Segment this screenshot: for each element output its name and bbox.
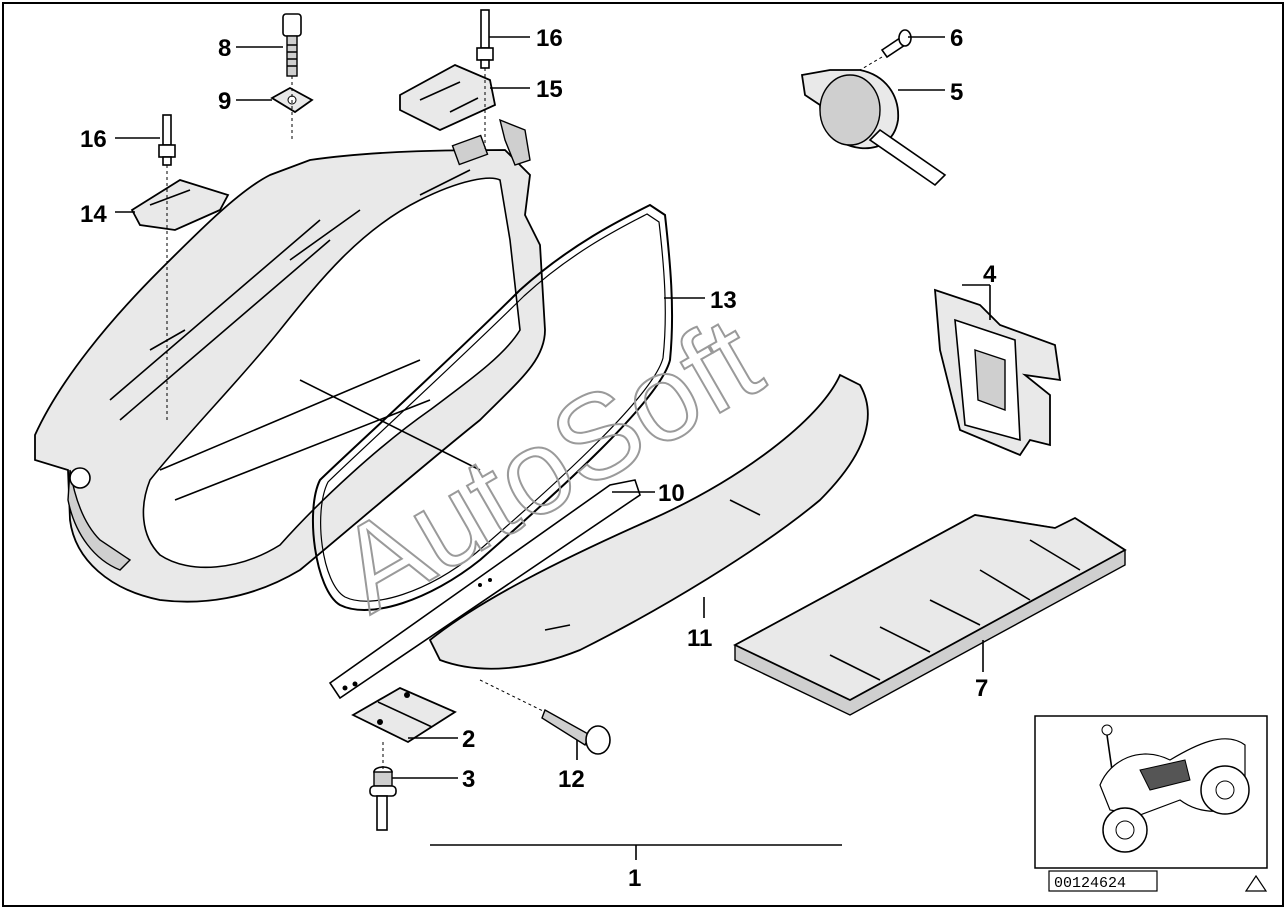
label-11: 11 (687, 625, 712, 652)
motorcycle-thumbnail (1034, 715, 1268, 869)
screw-6 (880, 29, 912, 59)
label-5: 5 (950, 79, 963, 106)
label-16-top: 16 (536, 25, 563, 52)
part-labels: 1 2 3 4 5 6 7 8 9 10 11 12 13 14 15 16 1… (80, 25, 997, 892)
label-7: 7 (975, 675, 988, 702)
label-4: 4 (983, 261, 997, 288)
label-2: 2 (462, 726, 475, 753)
triangle-icon (1244, 874, 1268, 892)
clip-bracket (933, 288, 1062, 457)
bracket-plate-15 (399, 64, 497, 131)
bracket-plate-14 (130, 179, 230, 231)
label-15: 15 (536, 76, 563, 103)
label-8: 8 (218, 35, 231, 62)
lower-trim-strip (428, 373, 869, 670)
gasket-seal (311, 203, 674, 611)
sensor-unit (800, 69, 947, 187)
rivet-3 (369, 766, 397, 831)
bolt-8 (282, 13, 302, 77)
document-number: 00124624 (1054, 875, 1126, 892)
label-14: 14 (80, 201, 107, 228)
label-6: 6 (950, 25, 963, 52)
label-3: 3 (462, 766, 475, 793)
bracket-strip (328, 479, 641, 700)
document-number-box (1048, 870, 1158, 892)
label-16-left: 16 (80, 126, 107, 153)
label-9: 9 (218, 88, 231, 115)
label-1: 1 (628, 865, 641, 892)
rivet-16-top (476, 9, 494, 69)
label-13: 13 (710, 287, 737, 314)
label-12: 12 (558, 766, 585, 793)
leader-lines (115, 36, 991, 860)
flat-pad (733, 514, 1127, 716)
rivet-16-left (158, 114, 176, 166)
screw-12 (541, 708, 611, 755)
hinge-plate-2 (351, 686, 457, 744)
alignment-line-12 (479, 679, 546, 713)
alignment-line-6 (859, 56, 883, 71)
main-fairing-shell (34, 118, 546, 603)
label-10: 10 (658, 480, 685, 507)
